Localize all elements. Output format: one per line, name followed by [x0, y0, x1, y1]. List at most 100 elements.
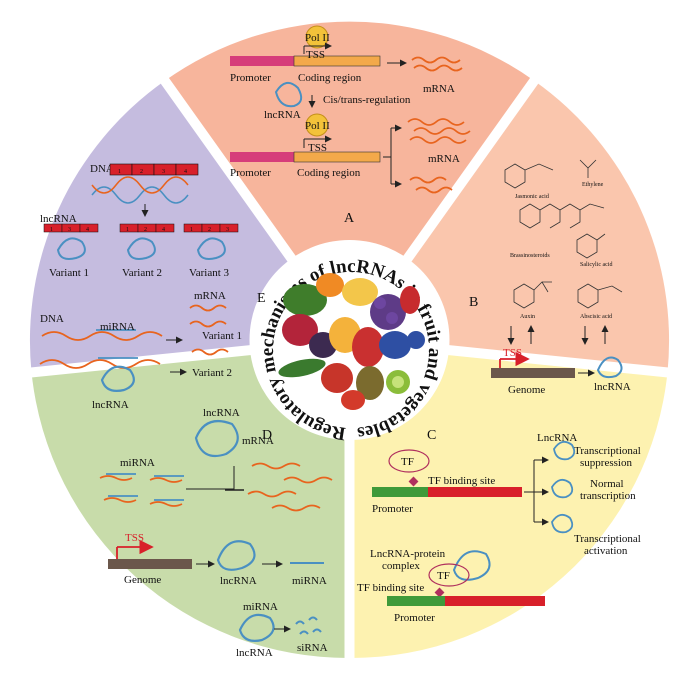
- tf-ellipse: [388, 449, 430, 473]
- lncrna-icon-a: [274, 81, 303, 108]
- lncrna-icon-c2: [551, 478, 574, 499]
- lncrna-icon-e: [100, 365, 135, 392]
- lncrna-icon-c3: [551, 513, 574, 534]
- complex-label-b: complex: [382, 560, 420, 572]
- mirna-mid-label: miRNA: [292, 575, 327, 587]
- promoter-label-c2: Promoter: [394, 612, 435, 624]
- mirna-label-e: miRNA: [100, 321, 135, 333]
- lncrna-top-label: lncRNA: [203, 407, 240, 419]
- variant-mrna-strands: [189, 320, 229, 356]
- mrna-label-e: mRNA: [194, 290, 226, 302]
- lncrna-icon-c1: [553, 440, 576, 461]
- genome-label-b: Genome: [508, 384, 545, 396]
- variant-2-mrna-label: Variant 2: [192, 367, 232, 379]
- mirna-bot-label: miRNA: [243, 601, 278, 613]
- tf-ellipse-2: [428, 563, 470, 587]
- panel-letter-d: D: [262, 428, 272, 443]
- exon-strip-top: [109, 163, 199, 176]
- coding-label-a1: Coding region: [298, 72, 362, 84]
- dna-label-e2: DNA: [40, 313, 64, 325]
- tf-label-2: TF: [437, 570, 450, 582]
- tss-label-a2: TSS: [308, 142, 327, 154]
- tf-site-label-2: TF binding site: [357, 582, 424, 594]
- sirna-label: siRNA: [297, 642, 328, 654]
- coding-bar-a2: [293, 151, 381, 163]
- lncrna-icon-b: [596, 356, 623, 379]
- v3-exon-c: 3: [226, 227, 229, 233]
- lncrna-mid-label: lncRNA: [220, 575, 257, 587]
- promoter-green-c1: [372, 487, 428, 497]
- mrna-strands-d: [247, 462, 333, 512]
- promoter-bar-a1: [230, 56, 294, 66]
- variant-1-icon: [56, 237, 86, 260]
- gene-red-c2: [445, 596, 545, 606]
- tf-site-label: TF binding site: [428, 475, 495, 487]
- coding-bar-a1: [293, 55, 381, 67]
- lncrna-label-b: lncRNA: [594, 381, 631, 393]
- hormone-label-4: Auxin: [520, 314, 535, 320]
- panel-a: Pol II TSS Promoter Coding region mRNA l…: [230, 25, 471, 226]
- variant-2-label: Variant 2: [122, 267, 162, 279]
- lncrna-icon-d-mid: [216, 540, 256, 571]
- tf-label: TF: [401, 456, 414, 468]
- v3-exon-b: 2: [208, 227, 211, 233]
- mrna-label-a1: mRNA: [423, 83, 455, 95]
- lncrna-label-e: lncRNA: [40, 213, 77, 225]
- hormone-structures: [504, 159, 623, 309]
- mirna-mrna-pairs-left: [99, 473, 184, 507]
- tss-label-a1: TSS: [306, 49, 325, 61]
- panel-letter-a: A: [344, 211, 355, 226]
- panel-b: Jasmonic acid Ethylene Brassinosteroids …: [469, 159, 631, 396]
- mirna-dna-strands: [39, 329, 163, 369]
- v2-exon-a: 1: [126, 227, 129, 233]
- genome-bar-d: [108, 559, 192, 569]
- variant-1-mrna-label: Variant 1: [202, 330, 242, 342]
- mrna-strands-a1: [411, 56, 463, 72]
- lncrna-label-a: lncRNA: [264, 109, 301, 121]
- gene-red-c1: [428, 487, 522, 497]
- variant-3-label: Variant 3: [189, 267, 230, 279]
- regulation-label: Cis/trans-regulation: [323, 94, 411, 106]
- panel-letter-e: E: [257, 291, 266, 306]
- pol-ii-label: Pol II: [305, 32, 330, 44]
- panel-letter-c: C: [427, 428, 436, 443]
- hormone-label-5: Abscisic acid: [580, 314, 612, 320]
- genome-label-d: Genome: [124, 574, 161, 586]
- exon-2: 2: [140, 169, 143, 175]
- exon-4: 4: [184, 169, 187, 175]
- sector-a: [164, 21, 535, 340]
- v1-exon-a: 1: [50, 227, 53, 233]
- promoter-label-c1: Promoter: [372, 503, 413, 515]
- lncrna-bot-label: lncRNA: [236, 647, 273, 659]
- lncrna-icon-d-bot: [238, 613, 275, 642]
- sector-c: [349, 340, 668, 659]
- promoter-green-c2: [387, 596, 445, 606]
- outcome-3a: Transcriptional: [574, 533, 641, 545]
- panel-c: TF TF binding site Promoter LncRNA Trans…: [357, 428, 641, 624]
- dna-label-e: DNA: [90, 163, 114, 175]
- exon-3: 3: [162, 169, 165, 175]
- variant-3-icon: [196, 237, 226, 260]
- outcome-1b: suppression: [580, 457, 632, 469]
- lncrna-label-e2: lncRNA: [92, 399, 129, 411]
- v1-exon-c: 4: [86, 227, 89, 233]
- mirna-label-d: miRNA: [120, 457, 155, 469]
- panel-d: lncRNA mRNA miRNA TSS Genome l: [99, 407, 333, 659]
- hormone-label-3: Salicylic acid: [580, 262, 613, 268]
- fruit-vegetable-illustration: [278, 273, 425, 410]
- outcome-3b: activation: [584, 545, 628, 557]
- lncrna-label-c: LncRNA: [537, 432, 577, 444]
- outcome-2b: transcription: [580, 490, 636, 502]
- pol-ii-icon: [305, 25, 329, 49]
- lncrna-icon-c-complex: [452, 550, 491, 581]
- promoter-label-a1: Promoter: [230, 72, 271, 84]
- variant-2-icon: [126, 237, 156, 260]
- sirna-fragments: [295, 616, 322, 635]
- promoter-bar-a2: [230, 152, 294, 162]
- mrna-label-a2: mRNA: [428, 153, 460, 165]
- pol-ii-icon-2: [305, 113, 329, 137]
- sector-d: [31, 340, 350, 659]
- tss-label-d: TSS: [125, 532, 144, 544]
- outcome-2a: Normal: [590, 478, 624, 490]
